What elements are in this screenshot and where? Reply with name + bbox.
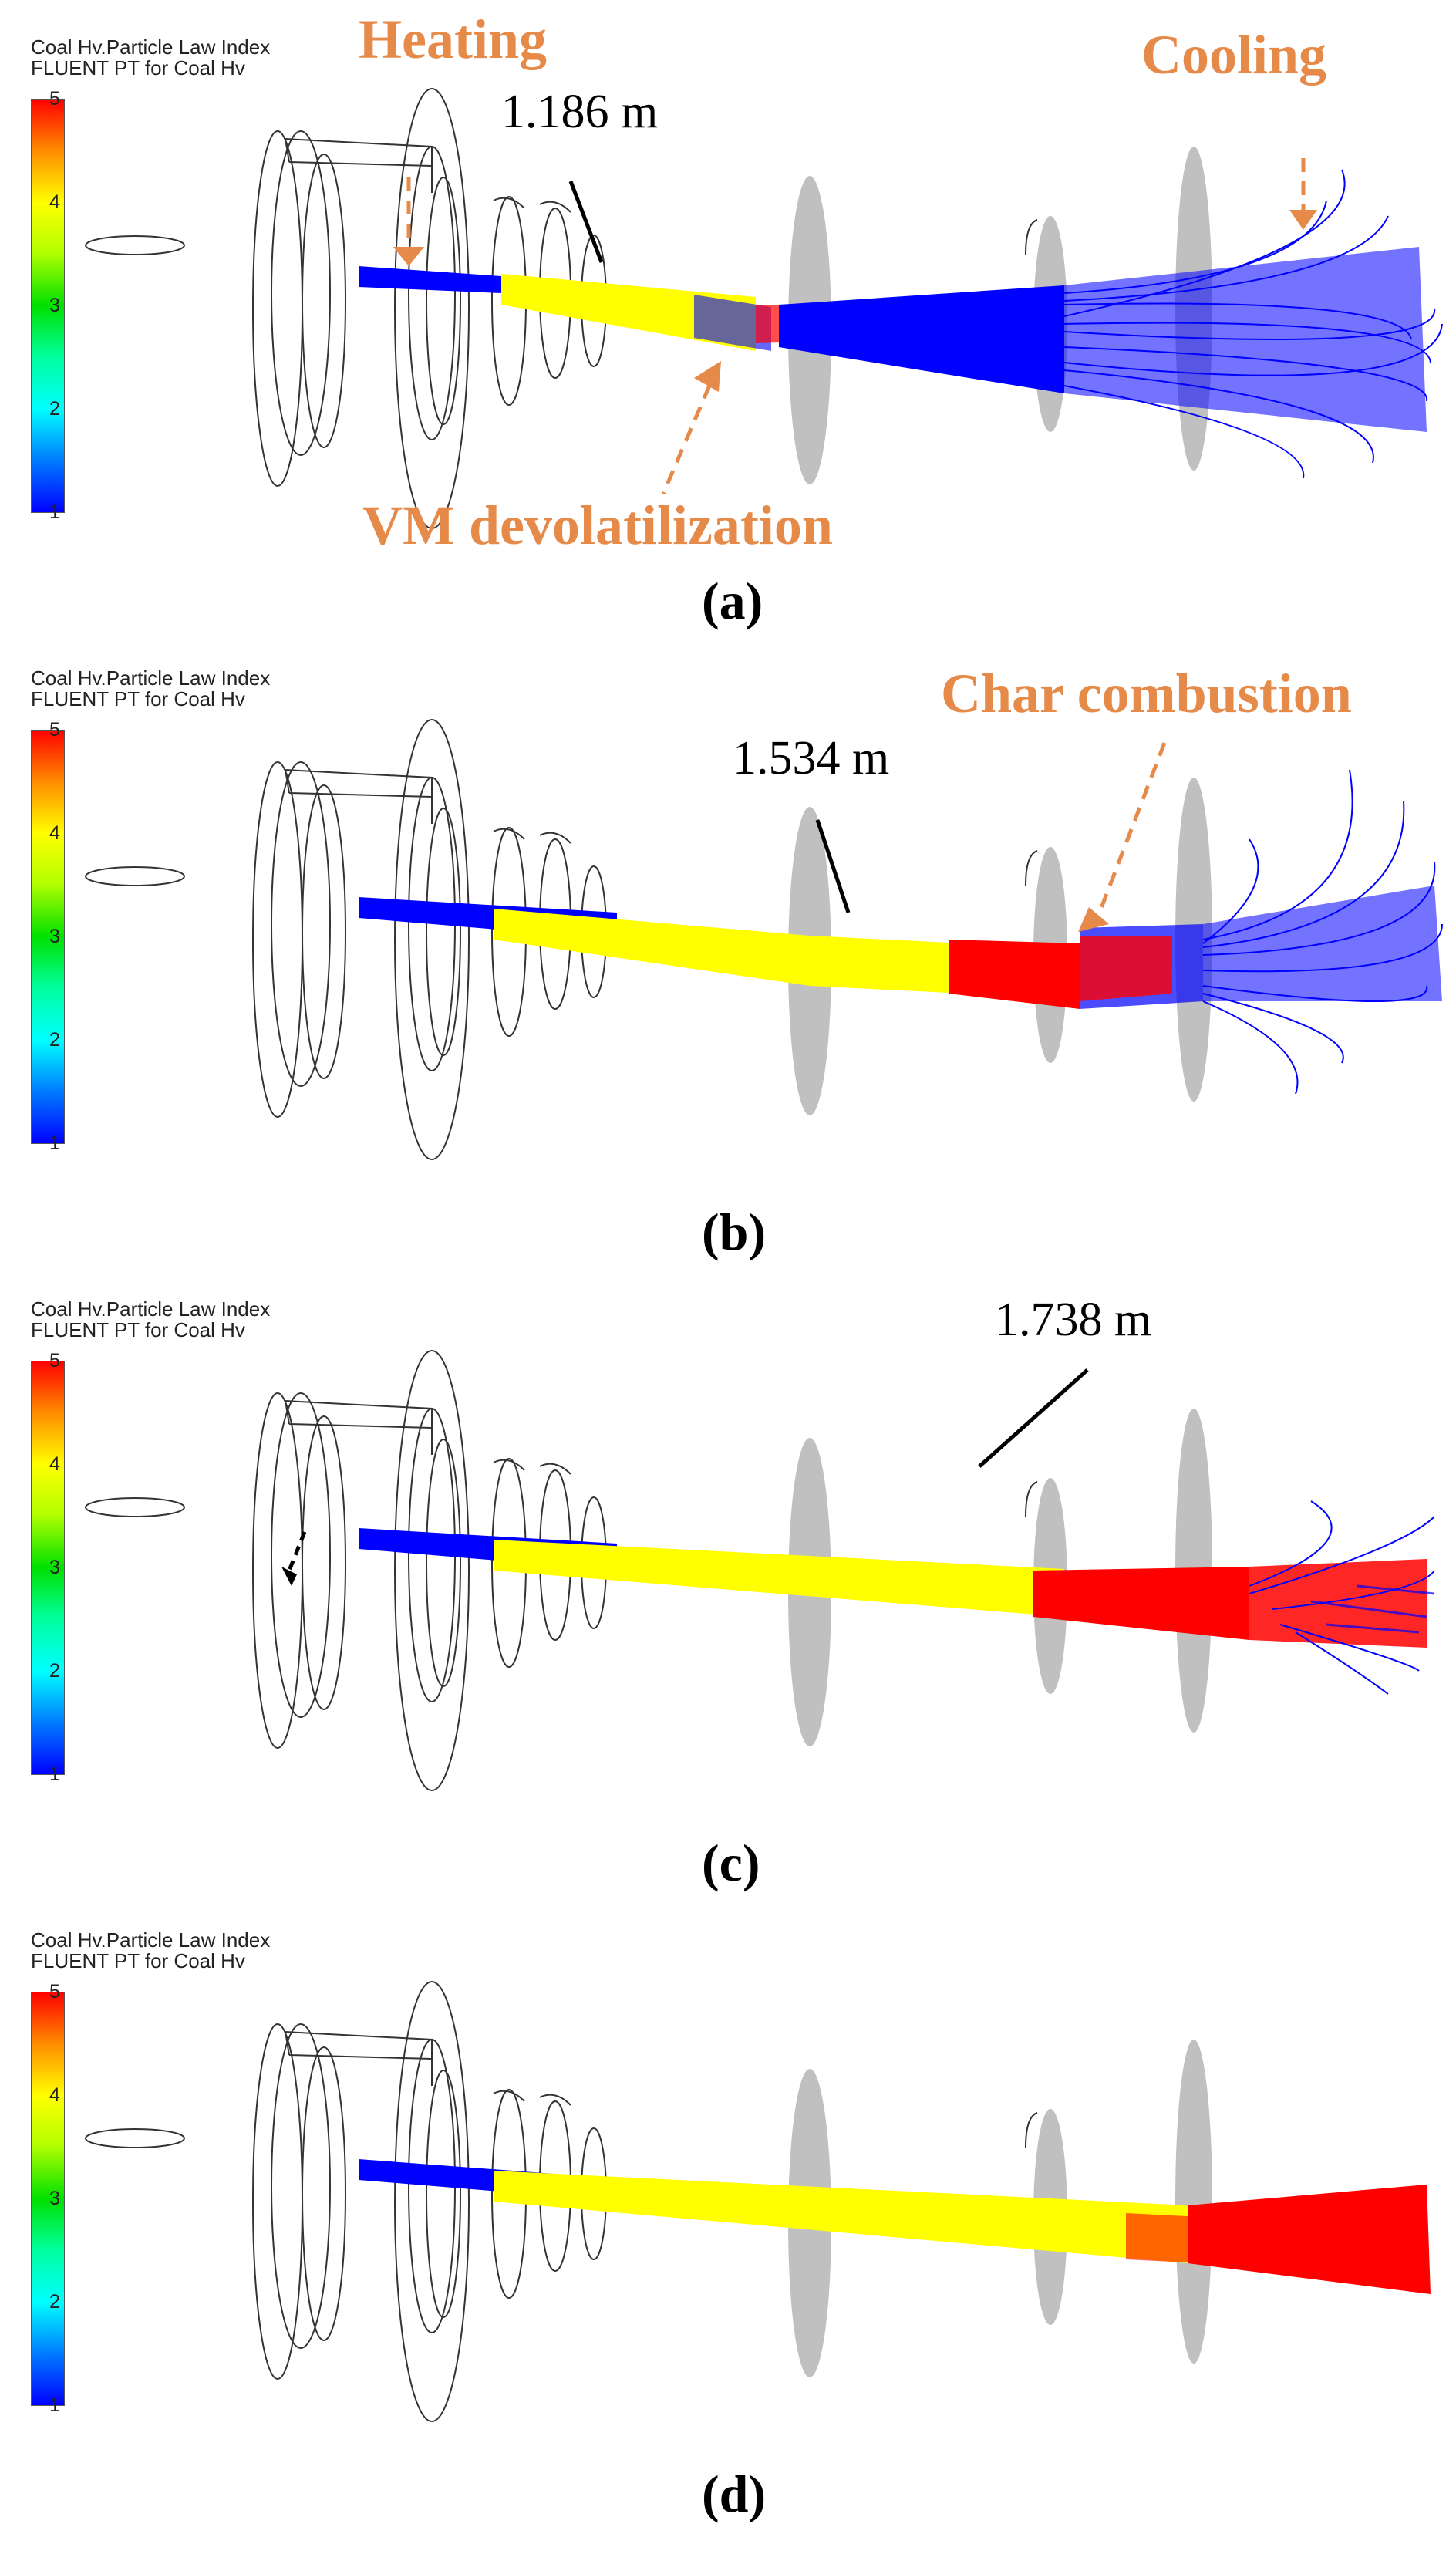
colorbar-tick: 1: [49, 1763, 60, 1785]
colorbar-tick: 5: [49, 1350, 60, 1372]
colorbar-tick: 4: [49, 1453, 60, 1475]
colorbar-tick: 4: [49, 2084, 60, 2106]
legend-title: Coal Hv.Particle Law Index FLUENT PT for…: [31, 1930, 270, 1972]
trajectory-scene: [85, 1350, 1435, 1791]
legend-title-line2: FLUENT PT for Coal Hv: [31, 56, 245, 79]
annotation-char-combustion: Char combustion: [941, 663, 1352, 724]
colorbar-tick: 2: [49, 398, 60, 420]
colorbar: [31, 1361, 65, 1775]
colorbar-tick: 5: [49, 1981, 60, 2003]
colorbar-tick: 2: [49, 1660, 60, 1682]
panel-b: Coal Hv.Particle Law Index FLUENT PT for…: [0, 631, 1456, 1271]
trajectory-scene: [85, 719, 1443, 1160]
panel-a: Coal Hv.Particle Law Index FLUENT PT for…: [0, 0, 1456, 640]
distance-label: 1.186 m: [501, 86, 659, 138]
annotation-vm-devolatilization: VM devolatilization: [362, 494, 833, 556]
colorbar-tick: 1: [49, 1132, 60, 1154]
legend-title-line1: Coal Hv.Particle Law Index: [31, 1297, 271, 1321]
panel-caption: (a): [702, 572, 763, 630]
legend-title: Coal Hv.Particle Law Index FLUENT PT for…: [31, 37, 270, 79]
panel-caption: (b): [702, 1203, 767, 1261]
colorbar-tick: 3: [49, 926, 60, 947]
colorbar-tick: 1: [49, 2394, 60, 2416]
colorbar-tick: 4: [49, 822, 60, 844]
colorbar: [31, 99, 65, 513]
colorbar: [31, 1992, 65, 2406]
colorbar-tick: 2: [49, 2291, 60, 2313]
legend-title-line2: FLUENT PT for Coal Hv: [31, 1318, 245, 1341]
colorbar-tick: 3: [49, 1557, 60, 1578]
annotation-cooling: Cooling: [1141, 24, 1327, 86]
panel-caption: (d): [702, 2465, 767, 2523]
colorbar-tick: 3: [49, 295, 60, 316]
legend-title-line2: FLUENT PT for Coal Hv: [31, 1949, 245, 1972]
legend-title-line1: Coal Hv.Particle Law Index: [31, 1928, 271, 1952]
annotation-heating: Heating: [359, 8, 547, 70]
distance-label: 1.534 m: [733, 732, 890, 784]
trajectory-scene: [85, 88, 1443, 529]
colorbar-tick: 5: [49, 88, 60, 110]
legend-title-line1: Coal Hv.Particle Law Index: [31, 35, 271, 59]
panel-d: Coal Hv.Particle Law Index FLUENT PT for…: [0, 1893, 1456, 2533]
trajectory-scene: [85, 1981, 1431, 2422]
colorbar-tick: 2: [49, 1029, 60, 1051]
distance-label: 1.738 m: [995, 1294, 1152, 1346]
legend-title-line1: Coal Hv.Particle Law Index: [31, 666, 271, 690]
colorbar-tick: 5: [49, 719, 60, 741]
legend-title: Coal Hv.Particle Law Index FLUENT PT for…: [31, 668, 270, 710]
colorbar: [31, 730, 65, 1144]
colorbar-tick: 4: [49, 191, 60, 213]
colorbar-tick: 3: [49, 2188, 60, 2209]
panel-c: Coal Hv.Particle Law Index FLUENT PT for…: [0, 1262, 1456, 1902]
legend-title-line2: FLUENT PT for Coal Hv: [31, 687, 245, 710]
legend-title: Coal Hv.Particle Law Index FLUENT PT for…: [31, 1299, 270, 1341]
colorbar-tick: 1: [49, 501, 60, 523]
panel-caption: (c): [702, 1834, 760, 1892]
